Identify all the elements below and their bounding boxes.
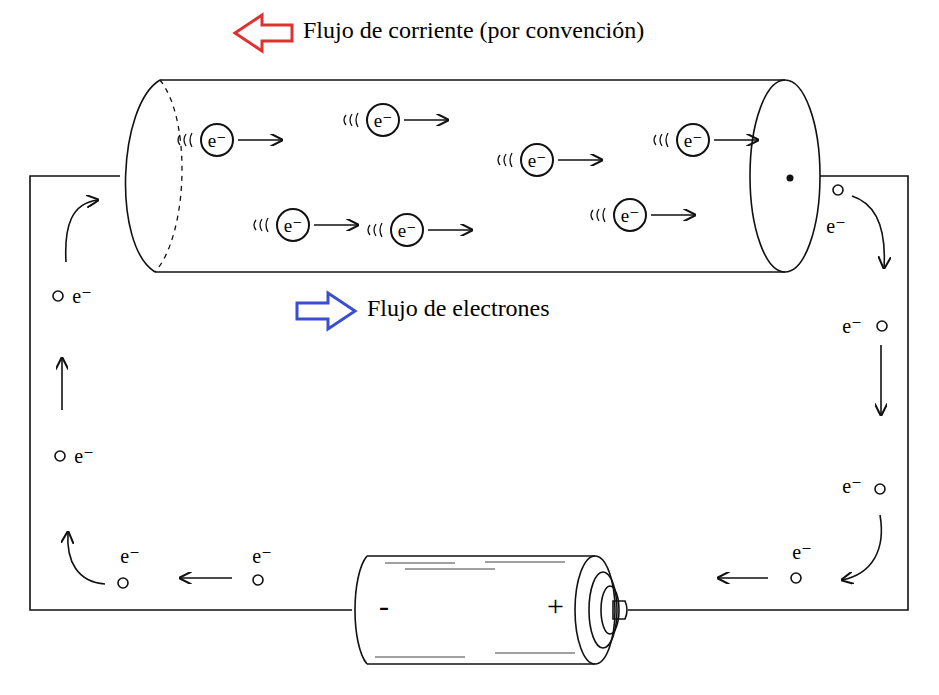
electron: e⁻: [613, 198, 647, 232]
conductor-end: [125, 80, 160, 272]
motion-mark: [498, 155, 500, 165]
electron-label: e⁻: [252, 546, 271, 566]
wire: [30, 176, 352, 610]
battery-cap-ring: [601, 586, 619, 634]
electron-label: e⁻: [792, 542, 811, 562]
motion-mark: [380, 223, 382, 237]
electron-label: e⁻: [842, 316, 861, 336]
conductor-dot: [787, 175, 794, 182]
battery-hatch: [405, 569, 495, 570]
battery-terminal: [613, 601, 627, 619]
motion-mark: [504, 154, 506, 166]
motion-arrow: [714, 139, 758, 141]
battery-body: [367, 555, 595, 557]
motion-mark: [254, 220, 256, 230]
wire-electron: [791, 573, 801, 583]
wire-electron: [875, 484, 885, 494]
electron-label: e⁻: [72, 286, 91, 306]
motion-arrow: [314, 224, 358, 226]
current-arrow: [235, 15, 292, 51]
motion-arrow: [404, 119, 448, 121]
motion-mark: [356, 113, 358, 127]
motion-mark: [654, 135, 656, 145]
motion-mark: [190, 133, 192, 147]
electron-symbol: e⁻: [684, 131, 702, 150]
wire-electron: [118, 578, 128, 588]
battery-hatch: [385, 563, 455, 564]
flow-arrow: [718, 577, 768, 579]
battery-hatch: [495, 653, 575, 654]
electron-symbol: e⁻: [284, 216, 302, 235]
electron-label: e⁻: [826, 216, 845, 236]
flow-caption: Flujo de electrones: [367, 296, 550, 320]
electron: e⁻: [276, 208, 310, 242]
electron-symbol: e⁻: [621, 206, 639, 225]
motion-mark: [660, 134, 662, 146]
motion-mark: [603, 208, 605, 222]
motion-arrow: [238, 139, 282, 141]
conductor-outline: [160, 79, 785, 81]
conductor-outline: [155, 271, 785, 273]
electron-label: e⁻: [120, 546, 139, 566]
electron-symbol: e⁻: [398, 221, 416, 240]
electron: e⁻: [366, 103, 400, 137]
electron: e⁻: [390, 213, 424, 247]
wire-electron: [53, 291, 63, 301]
motion-mark: [666, 133, 668, 147]
motion-arrow: [558, 159, 602, 161]
electron-symbol: e⁻: [528, 151, 546, 170]
battery-cap: [575, 556, 615, 664]
electron: e⁻: [520, 143, 554, 177]
electron: e⁻: [676, 123, 710, 157]
polarity-sign: -: [379, 591, 389, 621]
wire-electron: [253, 575, 263, 585]
motion-mark: [184, 134, 186, 146]
battery: -+: [345, 553, 630, 668]
motion-arrow: [428, 229, 472, 231]
flow-arrow: [842, 515, 881, 580]
battery-hatch: [375, 657, 465, 658]
wire: [628, 176, 908, 610]
flow-arrow: [880, 345, 882, 415]
flow-arrow: [66, 200, 98, 262]
flow-arrow: [180, 577, 232, 579]
motion-mark: [266, 218, 268, 232]
motion-mark: [344, 115, 346, 125]
conductor-end: [750, 80, 820, 272]
wire-electron: [833, 185, 843, 195]
electron-symbol: e⁻: [374, 111, 392, 130]
wire-electron: [877, 321, 887, 331]
motion-mark: [510, 153, 512, 167]
electron-label: e⁻: [842, 476, 861, 496]
motion-mark: [374, 224, 376, 236]
motion-mark: [368, 225, 370, 235]
electron-arrow: [297, 293, 355, 329]
flow-arrow: [852, 196, 884, 268]
motion-mark: [260, 219, 262, 231]
electron: e⁻: [200, 123, 234, 157]
flow-arrow: [61, 358, 63, 410]
electron-label: e⁻: [74, 446, 93, 466]
flow-arrow: [68, 532, 105, 584]
polarity-sign: +: [547, 591, 564, 621]
wire-electron: [55, 451, 65, 461]
motion-mark: [597, 209, 599, 221]
flow-caption: Flujo de corriente (por convención): [303, 18, 644, 42]
motion-mark: [350, 114, 352, 126]
battery-body: [367, 663, 595, 665]
motion-mark: [178, 135, 180, 145]
battery-end: [355, 556, 367, 664]
electron-symbol: e⁻: [208, 131, 226, 150]
motion-mark: [591, 210, 593, 220]
electron-motion-group: [178, 113, 758, 237]
battery-hatch: [485, 562, 565, 563]
motion-arrow: [651, 214, 695, 216]
conductor-hidden-edge: [155, 80, 182, 272]
